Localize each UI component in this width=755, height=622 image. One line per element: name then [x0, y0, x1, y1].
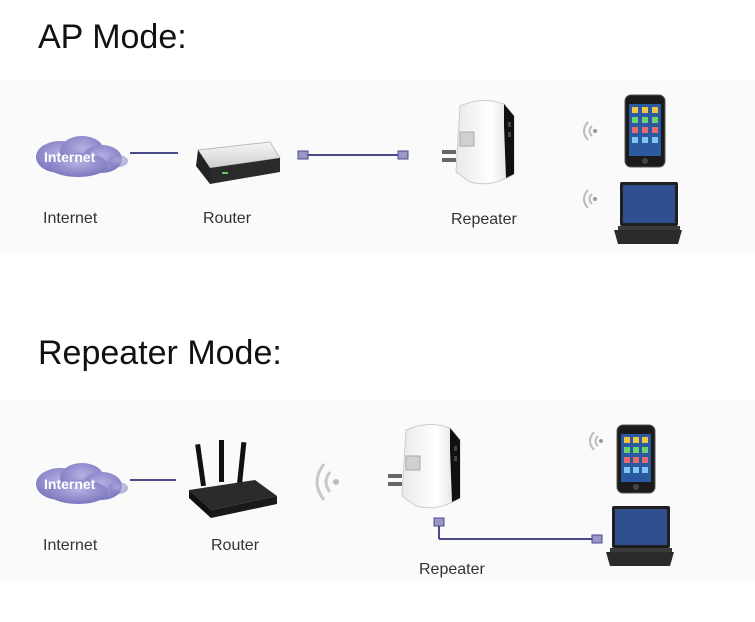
repeater-icon: [388, 424, 461, 509]
repeater-label: Repeater: [419, 561, 485, 578]
ap-mode-title: AP Mode:: [38, 18, 187, 56]
wifi-signal-icon: [589, 431, 603, 451]
ethernet-cable-icon: [297, 150, 409, 160]
repeater-mode-title: Repeater Mode:: [38, 334, 282, 372]
router-label: Router: [203, 210, 252, 227]
repeater-label: Repeater: [451, 211, 517, 228]
ethernet-cable-icon: [433, 517, 603, 544]
internet-cloud-icon: Internet: [36, 136, 128, 177]
repeater-icon: [442, 100, 515, 185]
cloud-text: Internet: [44, 476, 96, 492]
laptop-icon: [606, 506, 674, 566]
wifi-signal-icon: [583, 189, 597, 209]
internet-cloud-icon: Internet: [36, 463, 128, 504]
cloud-text: Internet: [44, 149, 96, 165]
internet-label: Internet: [43, 537, 98, 554]
smartphone-icon: [624, 94, 666, 168]
link-line: [130, 152, 178, 154]
wifi-signal-icon: [315, 463, 339, 501]
router-icon: [196, 141, 281, 184]
smartphone-icon: [616, 424, 656, 494]
wireless-router-icon: [189, 440, 277, 518]
router-label: Router: [211, 537, 260, 554]
internet-label: Internet: [43, 210, 98, 227]
link-line: [130, 479, 176, 481]
laptop-icon: [614, 182, 682, 244]
wifi-signal-icon: [583, 121, 597, 141]
